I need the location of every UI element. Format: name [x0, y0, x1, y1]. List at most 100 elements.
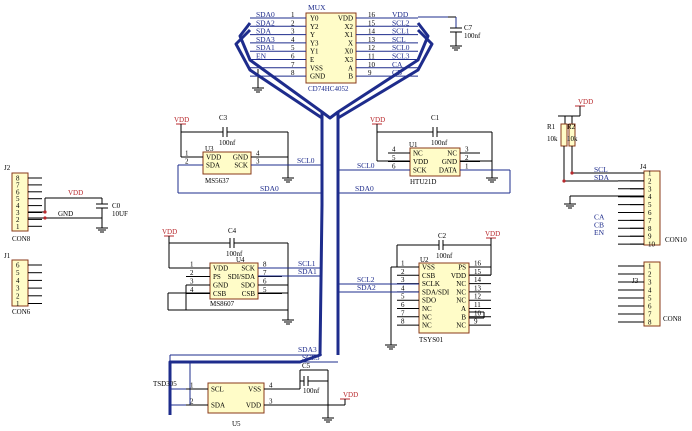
mux-right-pin-number: 12	[368, 44, 376, 52]
mux-chip[interactable]	[305, 12, 357, 84]
u4-left-pin-number: 3	[190, 278, 194, 286]
u4-left-pin-number: 4	[190, 286, 194, 294]
u5-chip[interactable]	[207, 382, 265, 414]
u2-right-pin-number: 12	[474, 293, 482, 301]
u2-right-pin-number: 13	[474, 284, 482, 292]
mux-left-pin-name: GND	[310, 73, 325, 81]
j1-connector[interactable]	[11, 259, 29, 307]
j4-pin-number: 2	[648, 177, 652, 185]
u3-cap-value: 100nf	[219, 139, 236, 147]
ground-icon	[96, 227, 108, 233]
ground-icon	[282, 319, 294, 325]
u2-right-pin-number: 9	[474, 318, 478, 326]
u2-left-pin-number: 8	[401, 318, 405, 326]
u3-left-pin-name: VDD	[206, 154, 221, 162]
u1-left-pin-number: 5	[392, 154, 396, 162]
j2-pin-number: 7	[16, 181, 20, 189]
mux-right-pin-number: 15	[368, 19, 376, 27]
u5-vdd-label: VDD	[343, 391, 358, 399]
u4-right-pin-name: SDI/SDA	[228, 273, 255, 281]
u3-sda-net: SDA0	[260, 184, 279, 193]
u5-cap-value: 100nf	[303, 387, 320, 395]
u3-ref: U3	[205, 145, 214, 153]
mux-left-net: SDA1	[256, 43, 275, 52]
u1-chip[interactable]	[409, 147, 461, 177]
u4-sda-net: SDA1	[298, 267, 317, 276]
u5-left-pin-number: 1	[190, 382, 194, 390]
j2-pin-number: 3	[16, 209, 20, 217]
u2-left-pin-name: NC	[422, 322, 432, 330]
u1-right-pin-number: 2	[465, 154, 469, 162]
j4-pin-number: 4	[648, 193, 652, 201]
j1-pin-number: 2	[16, 292, 20, 300]
u2-right-pin-name: VDD	[451, 272, 466, 280]
mux-left-pin-number: 2	[291, 19, 295, 27]
u4-left-pin-number: 1	[190, 261, 194, 269]
mux-left-pin-name: E	[310, 56, 314, 64]
mux-right-net: SCL2	[392, 18, 410, 27]
j2-cap-value: 10UF	[112, 210, 128, 218]
u4-right-pin-name: SDO	[241, 282, 255, 290]
u2-sda-net: SDA2	[357, 283, 376, 292]
j4-r2-value: 10k	[567, 135, 578, 143]
mux-right-net: SCL	[392, 35, 406, 44]
u1-left-pin-name: SCK	[413, 167, 427, 175]
mux-cap-ref: C7	[464, 24, 473, 32]
u3-left-pin-name: SDA	[206, 162, 220, 170]
u2-right-pin-number: 15	[474, 268, 482, 276]
u1-part: HTU21D	[410, 178, 436, 186]
u1-left-pin-number: 6	[392, 163, 396, 171]
u1-scl-net: SCL0	[357, 161, 375, 170]
mux-part: CD74HC4052	[308, 85, 349, 93]
u2-right-pin-number: 11	[474, 301, 481, 309]
u1-right-pin-number: 3	[465, 146, 469, 154]
j2-pin-number: 6	[16, 188, 20, 196]
mux-right-pin-name: X2	[344, 23, 353, 31]
mux-left-pin-name: Y2	[310, 23, 319, 31]
j2-cap-ref: C0	[112, 202, 121, 210]
u1-left-pin-name: NC	[413, 150, 423, 158]
u3-right-pin-name: SCK	[234, 162, 248, 170]
j1-footprint: CON6	[12, 308, 31, 316]
u2-chip[interactable]	[418, 262, 470, 334]
ground-icon	[322, 417, 334, 423]
j1-ref: J1	[4, 252, 11, 260]
u5-ref: U5	[232, 420, 241, 428]
u3-cap-ref: C3	[219, 114, 228, 122]
u2-right-pin-name: PS	[458, 264, 466, 272]
j1-pin-number: 6	[16, 262, 20, 270]
mux-right-pin-name: X3	[344, 56, 353, 64]
j4-pin-number: 7	[648, 217, 652, 225]
mux-left-pin-number: 7	[291, 61, 295, 69]
u2-left-pin-number: 5	[401, 293, 405, 301]
mux-right-net: SCL0	[392, 43, 410, 52]
mux-left-pin-name: VSS	[310, 64, 323, 72]
u2-right-pin-name: B	[461, 313, 466, 321]
mux-right-pin-name: A	[348, 64, 353, 72]
u5-right-pin-number: 4	[269, 382, 273, 390]
u4-right-pin-name: SCK	[241, 265, 255, 273]
mux-right-pin-name: B	[348, 73, 353, 81]
mux-left-net: SDA	[256, 27, 272, 36]
u5-right-pin-name: VDD	[246, 402, 261, 410]
u2-scl-net: SCL2	[357, 275, 375, 284]
u3-chip[interactable]	[202, 151, 252, 175]
j4-connector[interactable]	[643, 170, 661, 246]
u4-chip[interactable]	[209, 262, 259, 300]
u2-left-pin-name: SDA/SDI	[422, 288, 450, 296]
j2-connector[interactable]	[11, 172, 29, 232]
j3-pin-number: 3	[648, 279, 652, 287]
u2-right-pin-name: A	[461, 305, 466, 313]
j2-pin-number: 8	[16, 175, 20, 183]
j3-connector[interactable]	[643, 261, 661, 327]
u3-right-pin-name: GND	[233, 154, 248, 162]
u4-left-pin-number: 2	[190, 269, 194, 277]
u4-cap-ref: C4	[228, 227, 237, 235]
u4-left-pin-name: CSB	[213, 290, 227, 298]
j3-pin-number: 8	[648, 319, 652, 327]
mux-left-pin-number: 6	[291, 53, 295, 61]
u2-left-pin-number: 3	[401, 276, 405, 284]
